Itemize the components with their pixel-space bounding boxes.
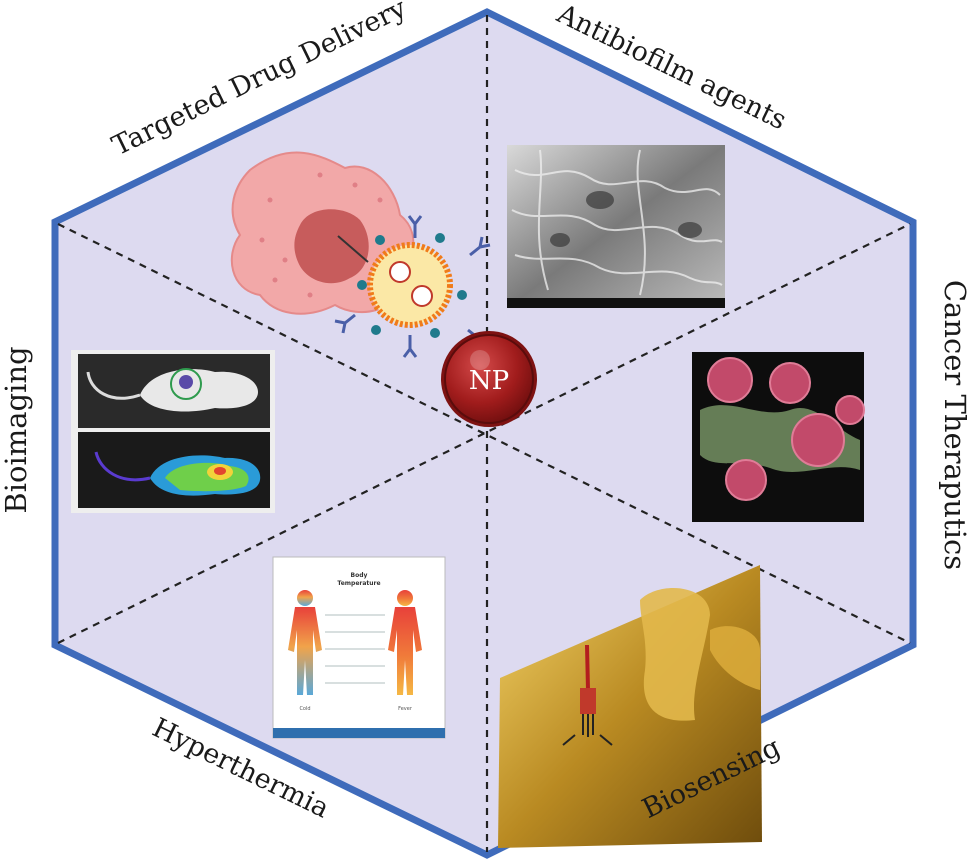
- thermal-title-line2: Temperature: [337, 580, 380, 587]
- cell-nucleus: [294, 209, 369, 284]
- bioimaging-mouse-image: [71, 350, 275, 513]
- nanocarrier-core-2: [411, 285, 433, 307]
- nanocarrier: [367, 242, 453, 328]
- cancer-cells-image: [692, 352, 865, 522]
- tumor-marker: [170, 368, 202, 400]
- segment-dividers: [57, 15, 911, 852]
- fever-body: [388, 590, 422, 695]
- np-label: NP: [469, 366, 509, 396]
- body-temperature-chart: Body Temperature Cold Fever: [272, 556, 446, 739]
- thermal-left-caption: Cold: [299, 706, 310, 712]
- antibody-markers: [357, 233, 467, 338]
- nanocarrier-core-1: [389, 261, 411, 283]
- biofilm-sem-image: [507, 145, 725, 308]
- cell-spots: [259, 172, 383, 298]
- label-cancer-theraputics: Cancer Theraputics: [938, 280, 972, 570]
- drug-release-line: [337, 235, 369, 263]
- thermal-right-caption: Fever: [398, 706, 413, 712]
- cold-body: [288, 590, 322, 695]
- drug-delivery-illustration: [230, 151, 491, 358]
- label-bioimaging: Bioimaging: [0, 346, 33, 513]
- biosensing-image: [498, 565, 762, 848]
- mouse-tail-photo: [86, 371, 141, 400]
- np-center: NP: [441, 331, 537, 427]
- thermal-title-line1: Body: [351, 572, 368, 579]
- np-circle: [444, 334, 534, 424]
- divider-diag-b: [57, 223, 911, 644]
